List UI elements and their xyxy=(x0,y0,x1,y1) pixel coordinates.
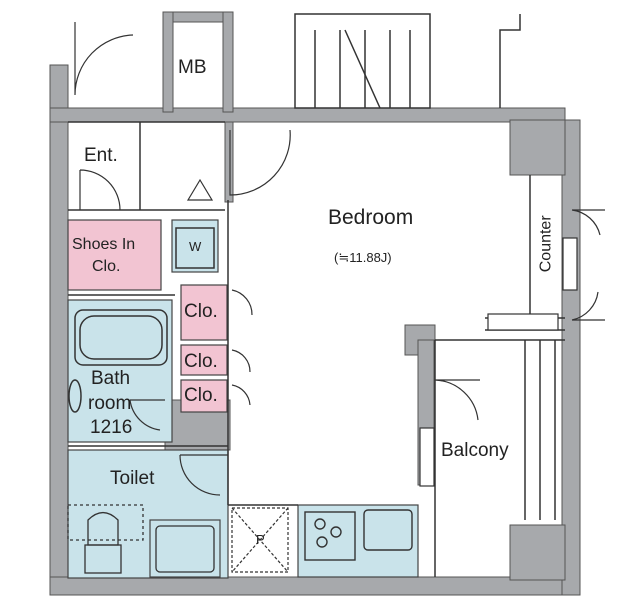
windows xyxy=(419,237,578,487)
bath-label-2: room xyxy=(88,393,132,414)
pipe-shaft-label: P xyxy=(256,532,265,547)
outer-walls xyxy=(49,11,581,596)
room-label-entrance: Ent. xyxy=(84,145,118,166)
room-label-shoes-closet-1: Shoes In xyxy=(72,236,136,253)
door-swings xyxy=(74,22,605,496)
stair-railings xyxy=(294,13,521,109)
pipe-shaft xyxy=(231,507,289,573)
room-label-balcony: Balcony xyxy=(441,440,509,461)
closet-areas xyxy=(67,219,228,413)
room-label-toilet: Toilet xyxy=(110,468,155,489)
washer-box xyxy=(175,227,215,269)
closet-label-a: Clo. xyxy=(184,301,218,322)
kitchen-fixtures xyxy=(304,509,413,561)
bathtub xyxy=(68,309,168,413)
room-label-shoes-closet-2: Clo. xyxy=(92,258,121,275)
bedroom-area-label: (≒11.88J) xyxy=(334,250,392,265)
toilet-fixture xyxy=(67,504,144,574)
room-label-mb: MB xyxy=(178,57,207,78)
partitions xyxy=(68,121,565,577)
room-label-bedroom: Bedroom xyxy=(328,206,414,229)
closet-label-b: Clo. xyxy=(184,351,218,372)
closet-label-c: Clo. xyxy=(184,385,218,406)
bath-label-1: Bath xyxy=(91,368,131,389)
washer-label: W xyxy=(189,239,202,254)
bath-label-3: 1216 xyxy=(90,417,133,438)
sink-fixture xyxy=(155,525,215,573)
room-label-counter: Counter xyxy=(537,215,555,273)
